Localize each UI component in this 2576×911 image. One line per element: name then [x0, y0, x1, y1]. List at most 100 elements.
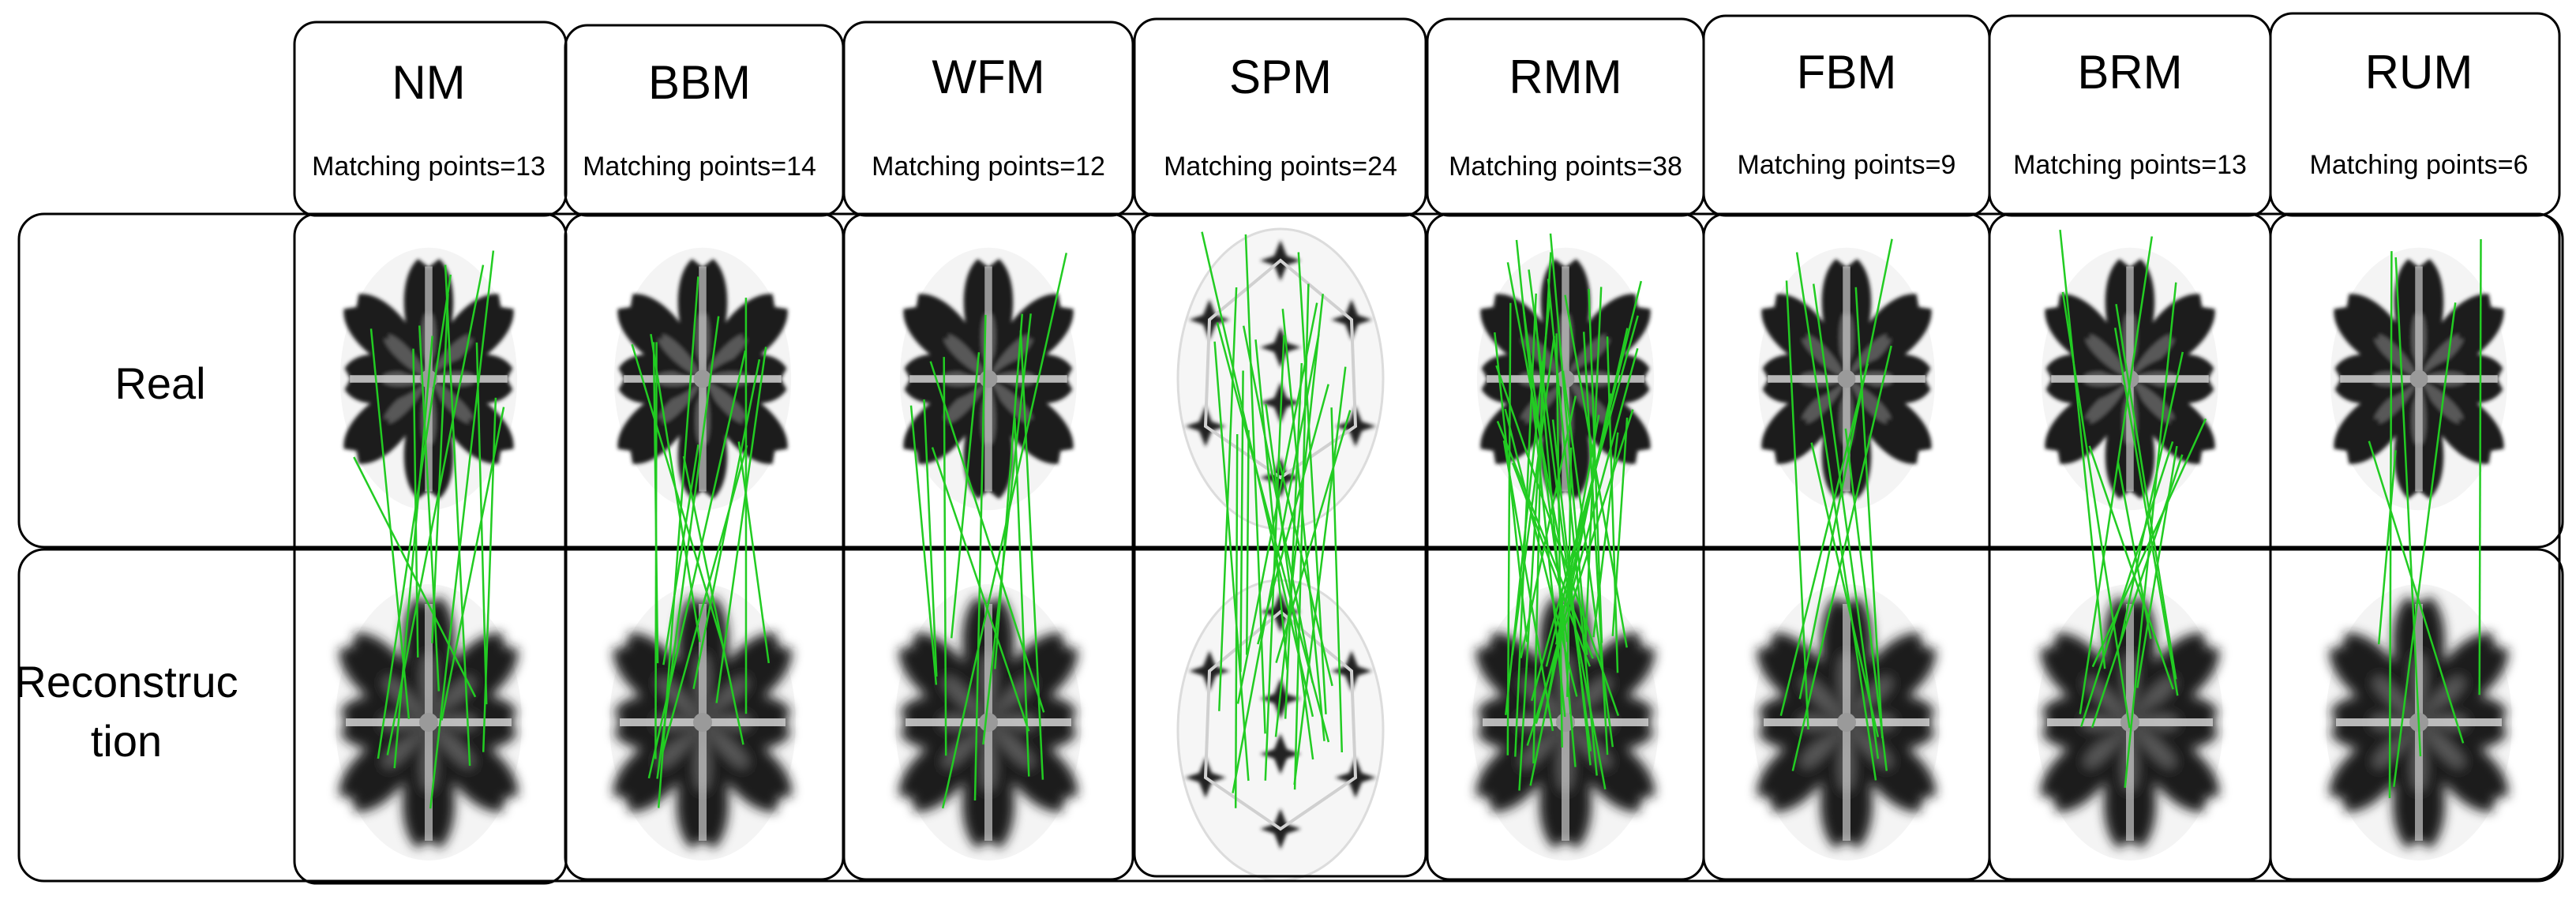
match-line-brm	[2080, 441, 2174, 727]
match-line-wfm	[929, 361, 1045, 713]
match-line-rum	[2388, 251, 2393, 799]
match-line-nm	[377, 274, 452, 759]
match-line-nm	[429, 250, 495, 809]
match-line-spm	[1274, 294, 1324, 737]
match-line-spm	[1232, 333, 1320, 793]
match-line-wfm	[973, 314, 987, 801]
column-title-rum: RUM	[2365, 46, 2473, 99]
column-title-wfm: WFM	[932, 51, 1044, 103]
row-frame-reconstruction	[17, 548, 2564, 883]
column-title-rmm: RMM	[1509, 51, 1622, 103]
match-line-rmm	[1495, 365, 1620, 717]
match-line-rum	[2368, 441, 2465, 744]
match-line-bbm	[715, 347, 767, 703]
match-line-bbm	[631, 343, 725, 649]
header-cell-rum	[2269, 12, 2561, 217]
match-line-spm	[1254, 339, 1288, 670]
match-line-brm	[2120, 351, 2184, 640]
match-line-wfm	[982, 313, 1032, 745]
match-line-brm	[2113, 327, 2179, 696]
column-caption-spm: Matching points=24	[1164, 152, 1397, 182]
match-line-nm	[431, 294, 449, 643]
match-line-fbm	[1785, 280, 1809, 730]
match-line-brm	[2124, 282, 2177, 789]
match-line-fbm	[1810, 442, 1880, 737]
match-line-spm	[1244, 234, 1266, 734]
match-line-wfm	[923, 399, 938, 677]
column-caption-wfm: Matching points=12	[872, 152, 1105, 182]
header-cell-bbm	[564, 24, 845, 217]
header-cell-wfm	[842, 21, 1134, 217]
match-line-spm	[1218, 287, 1238, 711]
match-line-nm	[418, 325, 441, 692]
header-cell-rmm	[1426, 17, 1705, 217]
match-line-wfm	[943, 357, 947, 756]
column-caption-rmm: Matching points=38	[1449, 152, 1682, 182]
column-caption-bbm: Matching points=14	[583, 152, 816, 182]
match-line-fbm	[1844, 428, 1888, 771]
match-line-wfm	[931, 447, 1030, 732]
row-label-reconstruction-line2: tion	[91, 716, 162, 766]
match-line-rmm	[1518, 252, 1552, 791]
match-line-fbm	[1854, 287, 1884, 739]
match-line-nm	[353, 456, 477, 698]
match-line-spm	[1257, 384, 1329, 645]
column-caption-nm: Matching points=13	[312, 152, 546, 182]
match-line-rmm	[1606, 336, 1619, 673]
match-line-wfm	[994, 313, 1024, 669]
column-caption-rum: Matching points=6	[2310, 150, 2529, 180]
row-labels: Real Reconstruc tion	[14, 358, 238, 766]
column-caption-fbm: Matching points=9	[1738, 150, 1956, 180]
match-line-bbm	[682, 456, 744, 745]
match-line-wfm	[909, 405, 938, 685]
match-line-rum	[2393, 302, 2457, 787]
match-line-nm	[444, 264, 471, 767]
match-line-rum	[2394, 257, 2422, 757]
matching-lines	[353, 229, 2482, 809]
reconstruction-image-nm	[336, 584, 522, 860]
row-label-real: Real	[114, 358, 205, 408]
body-frames	[17, 212, 2564, 885]
match-line-nm	[482, 397, 497, 752]
column-title-fbm: FBM	[1797, 46, 1897, 99]
match-line-rmm	[1511, 336, 1555, 656]
image-cells	[336, 227, 2512, 882]
match-line-spm	[1201, 231, 1314, 718]
match-line-rmm	[1582, 332, 1609, 755]
match-line-rmm	[1549, 233, 1588, 655]
header-cell-nm	[293, 21, 568, 217]
match-line-spm	[1293, 366, 1347, 785]
match-line-rum	[2478, 238, 2482, 695]
real-image-bbm	[613, 247, 792, 511]
column-title-brm: BRM	[2077, 46, 2182, 99]
real-image-rum	[2330, 247, 2508, 511]
match-line-fbm	[1779, 363, 1869, 716]
match-line-wfm	[1014, 418, 1030, 777]
reconstruction-image-wfm	[895, 584, 1082, 860]
header-cells	[293, 12, 2561, 217]
column-frame-wfm	[842, 212, 1134, 881]
match-line-brm	[2061, 291, 2131, 729]
match-line-spm	[1264, 335, 1285, 781]
match-line-rmm	[1496, 421, 1594, 659]
match-line-rum	[2377, 450, 2397, 645]
column-title-nm: NM	[392, 56, 465, 109]
match-line-spm	[1284, 362, 1303, 719]
match-line-bbm	[662, 444, 699, 665]
row-label-reconstruction-line1: Reconstruc	[14, 657, 238, 707]
match-line-spm	[1236, 302, 1318, 704]
match-line-bbm	[652, 342, 659, 664]
match-line-spm	[1245, 429, 1250, 655]
match-line-rmm	[1535, 347, 1639, 725]
match-line-rmm	[1584, 287, 1603, 650]
column-title-spm: SPM	[1229, 51, 1332, 103]
match-line-fbm	[1791, 345, 1892, 771]
match-line-spm	[1213, 341, 1250, 782]
match-line-fbm	[1798, 238, 1893, 699]
match-line-bbm	[647, 350, 747, 779]
reconstruction-image-bbm	[609, 584, 796, 860]
match-line-brm	[2115, 304, 2177, 680]
match-line-nm	[412, 348, 419, 658]
header-cell-spm	[1133, 17, 1427, 217]
